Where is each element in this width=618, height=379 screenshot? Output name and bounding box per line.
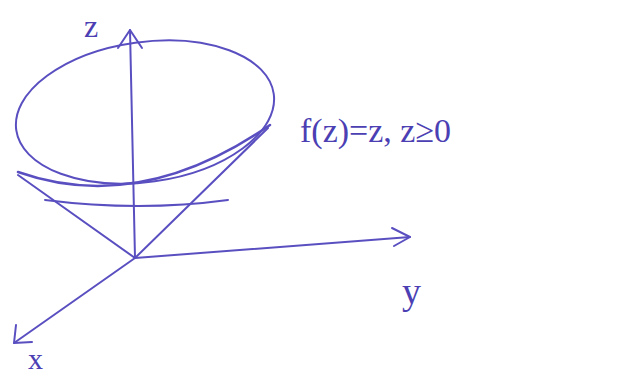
axis-label: z xyxy=(84,10,98,42)
cone-sides xyxy=(18,128,268,258)
z-axis xyxy=(130,30,135,258)
x-axis xyxy=(14,258,135,343)
axis-label: y xyxy=(402,272,421,310)
x-arrowhead xyxy=(14,325,32,343)
y-axis xyxy=(135,237,410,258)
cone-rim xyxy=(7,25,284,200)
cone-front-rim xyxy=(18,125,270,186)
y-arrowhead xyxy=(392,228,410,246)
axis-label: x xyxy=(28,344,43,374)
cone-chord xyxy=(45,200,228,206)
function-label: f(z)=z, z≥0 xyxy=(300,114,451,148)
